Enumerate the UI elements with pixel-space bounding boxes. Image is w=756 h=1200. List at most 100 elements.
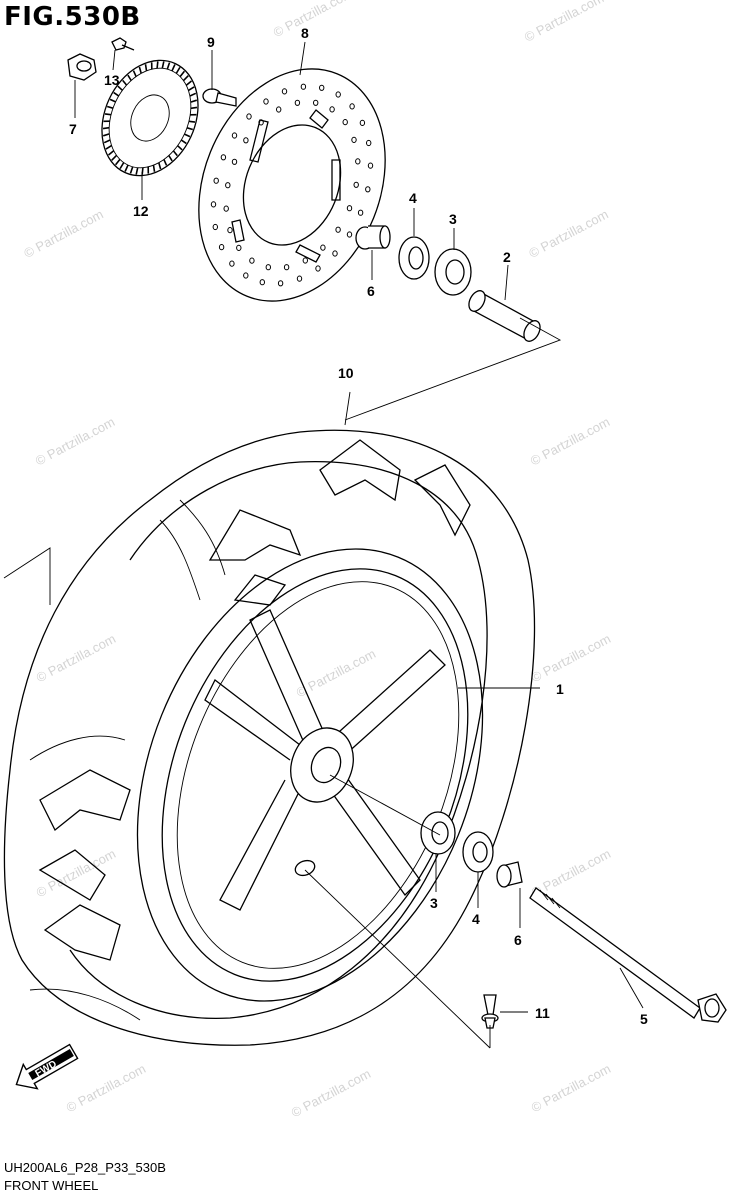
disc-hole — [210, 201, 217, 208]
figure-title: FIG.530B — [4, 2, 141, 32]
disc-hole — [359, 119, 366, 127]
callout-disc-bolt: 9 — [207, 34, 215, 50]
watermark: © Partzilla.com — [271, 0, 355, 40]
disc-hole — [346, 231, 353, 238]
nut — [67, 53, 97, 81]
rotor-tooth — [102, 133, 110, 137]
rotor-tooth — [186, 127, 194, 131]
watermark: © Partzilla.com — [526, 206, 610, 260]
rotor-tooth — [111, 154, 118, 161]
callout-rotor-screw: 13 — [104, 72, 120, 88]
callout-brake-disc: 8 — [301, 25, 309, 41]
rotor-tooth — [158, 162, 162, 170]
rotor-tooth — [184, 133, 191, 138]
watermark: © Partzilla.com — [289, 1066, 373, 1120]
callout-nut: 7 — [69, 121, 77, 137]
spacer — [468, 290, 541, 342]
valve — [481, 994, 499, 1029]
disc-hole — [351, 136, 357, 143]
callout-spacer: 2 — [503, 249, 511, 265]
rotor-tooth — [109, 98, 116, 103]
callout-collar-right: 6 — [514, 932, 522, 948]
disc-hole — [229, 260, 235, 267]
disc-hole — [332, 250, 338, 257]
rotor-tooth — [166, 62, 171, 70]
disc-hole — [277, 280, 284, 287]
disc-hole — [225, 182, 231, 189]
disc-hole — [353, 181, 359, 188]
rotor-tooth — [135, 167, 139, 175]
disc-hole — [276, 106, 282, 113]
callout-seal-left: 4 — [409, 190, 417, 206]
disc-hole — [231, 132, 238, 139]
watermark: © Partzilla.com — [33, 414, 117, 468]
rotor-tooth — [132, 70, 137, 77]
disc-hole — [357, 209, 364, 216]
watermark: © Partzilla.com — [529, 631, 613, 685]
rotor-tooth — [119, 162, 125, 170]
rotor-tooth — [175, 66, 181, 74]
callout-bearing-left: 3 — [449, 211, 457, 227]
callout-bearing-right: 3 — [430, 895, 438, 911]
bearing-right — [420, 811, 456, 855]
watermark: © Partzilla.com — [529, 1061, 613, 1115]
disc-hole — [365, 186, 371, 193]
brake-disc — [198, 68, 386, 302]
rotor-tooth — [124, 164, 129, 172]
fwd-arrow: FWD — [15, 1043, 79, 1090]
rotor-tooth — [172, 150, 178, 157]
rotor-tooth — [190, 99, 198, 103]
disc-hole — [283, 264, 290, 271]
rotor-tooth — [188, 120, 196, 123]
disc-hole — [319, 84, 325, 91]
rotor-tooth — [156, 61, 159, 69]
rotor-tooth — [105, 144, 113, 150]
disc-hole — [213, 177, 219, 184]
disc-hole — [367, 162, 374, 169]
disc-hole — [366, 139, 372, 147]
rotor-tooth — [161, 61, 165, 69]
callout-valve: 11 — [535, 1005, 550, 1021]
watermark: © Partzilla.com — [64, 1061, 148, 1115]
rotor-tooth — [114, 158, 121, 166]
disc-bolt — [202, 88, 237, 107]
callout-seal-right: 4 — [472, 911, 480, 927]
disc-hole — [246, 113, 252, 120]
rotor-teeth — [102, 61, 198, 175]
disc-hole — [220, 154, 227, 161]
bearing-left — [434, 248, 472, 296]
disc-hole — [259, 279, 265, 286]
disc-hole — [243, 272, 249, 279]
disc-hole — [231, 158, 238, 165]
rotor-tooth — [113, 91, 120, 97]
axle — [529, 887, 727, 1023]
rotor-tooth — [163, 159, 168, 166]
callout-sensor-rotor: 12 — [133, 203, 149, 219]
watermark: © Partzilla.com — [522, 0, 606, 45]
disc-hole — [236, 244, 242, 251]
rotor-tooth — [152, 165, 156, 172]
rotor-tooth — [177, 145, 183, 151]
rotor-tooth — [187, 86, 195, 92]
rotor-tooth — [103, 139, 111, 144]
disc-hole — [227, 227, 233, 234]
collar-left — [355, 225, 391, 250]
rotor-screw — [111, 37, 135, 51]
rotor-tooth — [106, 105, 114, 109]
rotor-tooth — [190, 106, 198, 110]
callout-collar-left: 6 — [367, 283, 375, 299]
rotor-tooth — [180, 139, 187, 145]
disc-hole — [212, 223, 219, 231]
disc-hole — [315, 265, 321, 272]
rotor-tooth — [182, 75, 189, 82]
callouts: 1 2 3 3 4 4 5 6 6 7 8 9 10 11 12 13 — [69, 25, 648, 1027]
disc-hole — [346, 205, 353, 212]
disc-hole — [313, 99, 319, 106]
disc-hole — [294, 99, 301, 106]
disc-hole — [302, 257, 308, 264]
disc-hole — [355, 158, 361, 165]
leader-lines — [3, 41, 644, 1049]
seal-left — [398, 236, 430, 280]
watermark: © Partzilla.com — [21, 206, 105, 260]
callout-front-wheel: 1 — [556, 681, 564, 697]
